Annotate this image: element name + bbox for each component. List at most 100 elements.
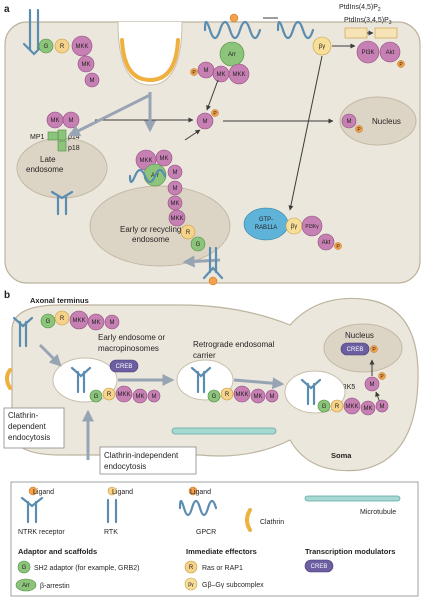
legend-adaptor-header: Adaptor and scaffolds xyxy=(18,547,97,556)
b-r1 xyxy=(54,310,70,326)
svg-text:MK: MK xyxy=(136,394,145,400)
svg-text:R: R xyxy=(225,392,230,398)
b-receptor-1 xyxy=(12,316,34,348)
svg-text:Arr: Arr xyxy=(228,52,236,58)
retrograde-label-2: carrier xyxy=(193,351,216,360)
svg-text:G: G xyxy=(46,319,51,325)
svg-text:CREB: CREB xyxy=(116,364,133,370)
central-p xyxy=(211,109,219,117)
legend-arr-icon xyxy=(15,578,37,592)
svg-text:M: M xyxy=(370,382,375,388)
g-chain xyxy=(190,236,206,252)
m-a1 xyxy=(84,72,100,88)
mp1-label: MP1 xyxy=(30,134,45,141)
svg-text:G: G xyxy=(212,394,217,400)
lipid-1-label: PtdIns(4,5)P2 xyxy=(339,4,381,13)
b-mk3 xyxy=(250,388,266,404)
ntrk-endo xyxy=(202,246,224,280)
arrow-from-arr xyxy=(206,79,219,111)
svg-text:P: P xyxy=(399,62,403,68)
svg-text:MK: MK xyxy=(364,406,373,412)
legend-creb-icon xyxy=(304,559,334,573)
early-endosome-label-2: endosome xyxy=(132,235,170,244)
clathrin-indep-label-1: Clathrin-independent xyxy=(104,451,179,460)
b-mkk2 xyxy=(115,385,133,403)
b-receptor-4 xyxy=(300,378,322,406)
p18-label: p18 xyxy=(68,145,80,152)
clathrin-dep-label-1: Clathrin- xyxy=(8,411,39,420)
svg-text:G: G xyxy=(94,394,99,400)
svg-text:M: M xyxy=(270,394,275,400)
mkk-a1 xyxy=(71,35,93,57)
legend-rtk-ligand xyxy=(107,486,117,496)
gpcr-a2 xyxy=(276,20,315,40)
by-a xyxy=(312,36,332,56)
flow-arrow-recycle xyxy=(182,255,221,268)
b-mkk3 xyxy=(233,385,251,403)
clathrin-dep-box xyxy=(3,407,65,449)
svg-text:Akt: Akt xyxy=(322,240,331,246)
svg-text:M: M xyxy=(173,170,178,176)
pi3kg xyxy=(301,215,323,237)
svg-text:M: M xyxy=(110,320,115,326)
panel-a-letter: a xyxy=(4,4,10,15)
svg-text:MKK: MKK xyxy=(117,392,130,398)
clathrin-indep-label-2: endocytosis xyxy=(104,462,146,471)
svg-text:G: G xyxy=(196,242,201,248)
b-flow-in xyxy=(38,343,62,367)
panel-a-nucleus-label: Nucleus xyxy=(372,117,401,126)
p14-box xyxy=(57,129,67,141)
central-m xyxy=(196,112,214,130)
mk-a1 xyxy=(77,55,95,73)
b-receptor-3 xyxy=(190,366,212,394)
svg-text:M: M xyxy=(152,394,157,400)
nucleus-m xyxy=(341,113,357,129)
legend-gby-label: Gβ–Gγ subcomplex xyxy=(202,582,264,589)
svg-text:MK: MK xyxy=(171,201,180,207)
erk5-label: ERK5 xyxy=(337,384,355,391)
b-g4 xyxy=(317,399,331,413)
lipid-box-2 xyxy=(374,27,398,39)
svg-text:P: P xyxy=(380,374,384,380)
svg-text:MKK: MKK xyxy=(170,216,183,222)
r-chain xyxy=(180,224,196,240)
svg-text:M: M xyxy=(203,119,208,125)
microtubule-b xyxy=(171,427,277,435)
legend-ligand-2: Ligand xyxy=(112,489,133,496)
arrow-from-endosome xyxy=(184,129,201,141)
g-a1 xyxy=(38,38,54,54)
legend-clathrin-icon xyxy=(245,508,252,532)
b-mkk4 xyxy=(343,397,361,415)
akt-a xyxy=(379,41,401,63)
lipid-2-label: PtdIns(3,4,5)P3 xyxy=(344,17,392,26)
p-arr xyxy=(190,68,198,76)
gtp-label-2: RAB11A xyxy=(255,225,278,231)
ligand-endo xyxy=(208,276,218,286)
svg-text:M: M xyxy=(69,118,74,124)
gtp-label-1: GTP- xyxy=(259,217,273,223)
legend-clathrin-label: Clathrin xyxy=(260,519,284,526)
b-m3 xyxy=(265,389,279,403)
m-chain-1 xyxy=(167,180,183,196)
legend-transcription-header: Transcription modulators xyxy=(305,547,395,556)
svg-text:P: P xyxy=(357,127,361,133)
svg-text:MKK: MKK xyxy=(232,72,245,78)
clathrin-indep-box xyxy=(99,446,197,475)
clathrin-dep-label-2: dependent xyxy=(8,422,47,431)
svg-text:P: P xyxy=(372,347,376,353)
soma-label: Soma xyxy=(331,451,352,460)
akt-p-a xyxy=(397,60,405,68)
svg-text:R: R xyxy=(335,404,340,410)
mkk-chain xyxy=(168,209,186,227)
svg-text:R: R xyxy=(189,565,194,571)
early-macro-label-1: Early endosome or xyxy=(98,333,165,342)
svg-text:MK: MK xyxy=(160,156,169,162)
b-flow-2 xyxy=(233,377,285,390)
late-endosome-label-1: Late xyxy=(40,155,56,164)
r-a1 xyxy=(54,38,70,54)
creb-vesicle xyxy=(109,359,139,373)
clathrin-pit xyxy=(117,21,183,86)
svg-text:MKK: MKK xyxy=(345,404,358,410)
svg-text:MKK: MKK xyxy=(235,392,248,398)
svg-text:MK: MK xyxy=(82,62,91,68)
